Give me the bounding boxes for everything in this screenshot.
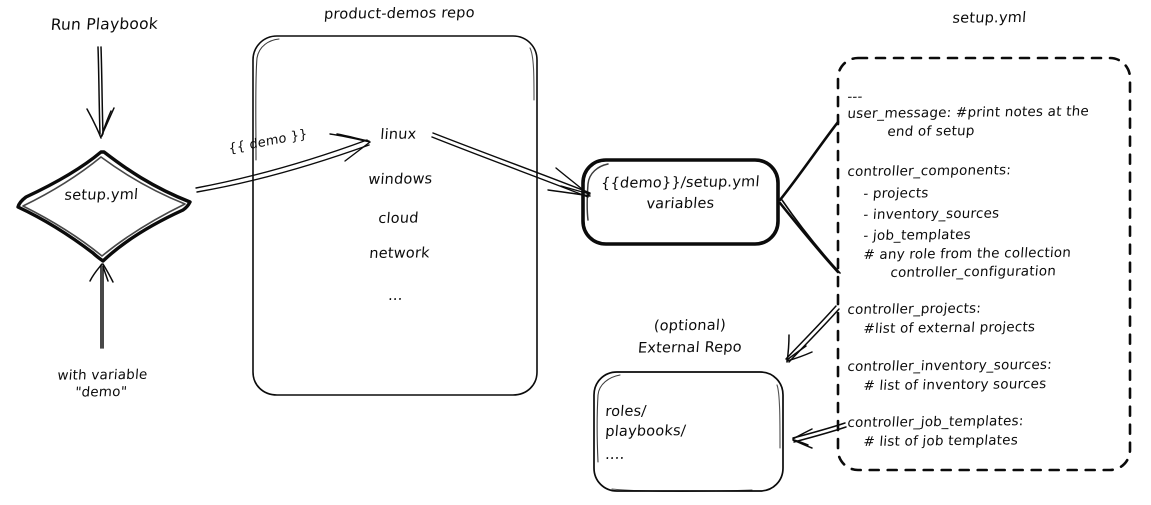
panel-line-any-role-comment: # any role from the collection <box>862 244 1072 263</box>
edge-variables-to-panel <box>778 120 841 274</box>
panel-line-projects-comment: #list of external projects <box>862 319 1036 337</box>
repo-item-windows: windows <box>367 171 433 188</box>
node-entry-diamond-inner <box>22 156 186 257</box>
panel-line-doc-start: --- <box>846 88 864 105</box>
external-repo-title-line2: External Repo <box>637 339 743 357</box>
panel-line-controller-components: controller_components: <box>846 162 1012 180</box>
panel-line-inventory-comment: # list of inventory sources <box>862 376 1048 394</box>
external-repo-item-playbooks: playbooks/ <box>604 423 687 440</box>
node-setup-yml-panel <box>836 56 1132 472</box>
repo-box-title: product-demos repo <box>323 5 476 23</box>
edge-run-playbook-arrow <box>86 46 115 139</box>
node-entry-diamond-label: setup.yml <box>63 187 139 204</box>
panel-line-job-templates: - job_templates <box>862 226 972 244</box>
edge-job-templates-to-external-repo <box>792 422 847 449</box>
panel-line-controller-projects: controller_projects: <box>846 300 982 318</box>
node-external-repo-box <box>593 371 784 492</box>
edge-projects-to-external-repo <box>785 305 840 363</box>
panel-line-controller-inventory-sources: controller_inventory_sources: <box>846 356 1053 375</box>
external-repo-item-ellipsis: .... <box>604 446 626 463</box>
variables-box-line1: {{demo}}/setup.yml <box>600 174 761 192</box>
repo-item-cloud: cloud <box>377 210 420 227</box>
repo-item-network: network <box>368 245 431 262</box>
node-repo-box <box>252 35 538 396</box>
panel-line-user-message: user_message: #print notes at the <box>846 103 1090 122</box>
panel-line-inventory-sources: - inventory_sources <box>862 205 1000 223</box>
node-entry-diamond <box>16 150 192 263</box>
panel-line-projects: - projects <box>862 185 930 202</box>
external-repo-title-line1: (optional) <box>653 317 727 335</box>
panel-line-controller-job-templates: controller_job_templates: <box>846 413 1025 431</box>
repo-item-ellipsis: ... <box>387 287 404 304</box>
panel-line-end-of-setup: end of setup <box>886 123 976 140</box>
label-with-variable: with variable "demo" <box>56 366 149 401</box>
variables-box-line2: variables <box>645 195 715 213</box>
label-run-playbook: Run Playbook <box>50 14 159 34</box>
panel-line-job-templates-comment: # list of job templates <box>862 432 1019 450</box>
repo-item-linux: linux <box>379 126 417 143</box>
edge-linux-to-variables <box>431 132 591 198</box>
panel-line-controller-configuration: controller_configuration <box>889 263 1057 281</box>
node-variables-box-inner <box>586 163 609 221</box>
edge-demo-to-linux <box>195 133 371 193</box>
node-variables-box <box>581 158 780 246</box>
external-repo-item-roles: roles/ <box>604 403 648 420</box>
setup-yml-panel-title: setup.yml <box>951 9 1027 27</box>
edge-with-variable-arrow <box>89 263 114 349</box>
